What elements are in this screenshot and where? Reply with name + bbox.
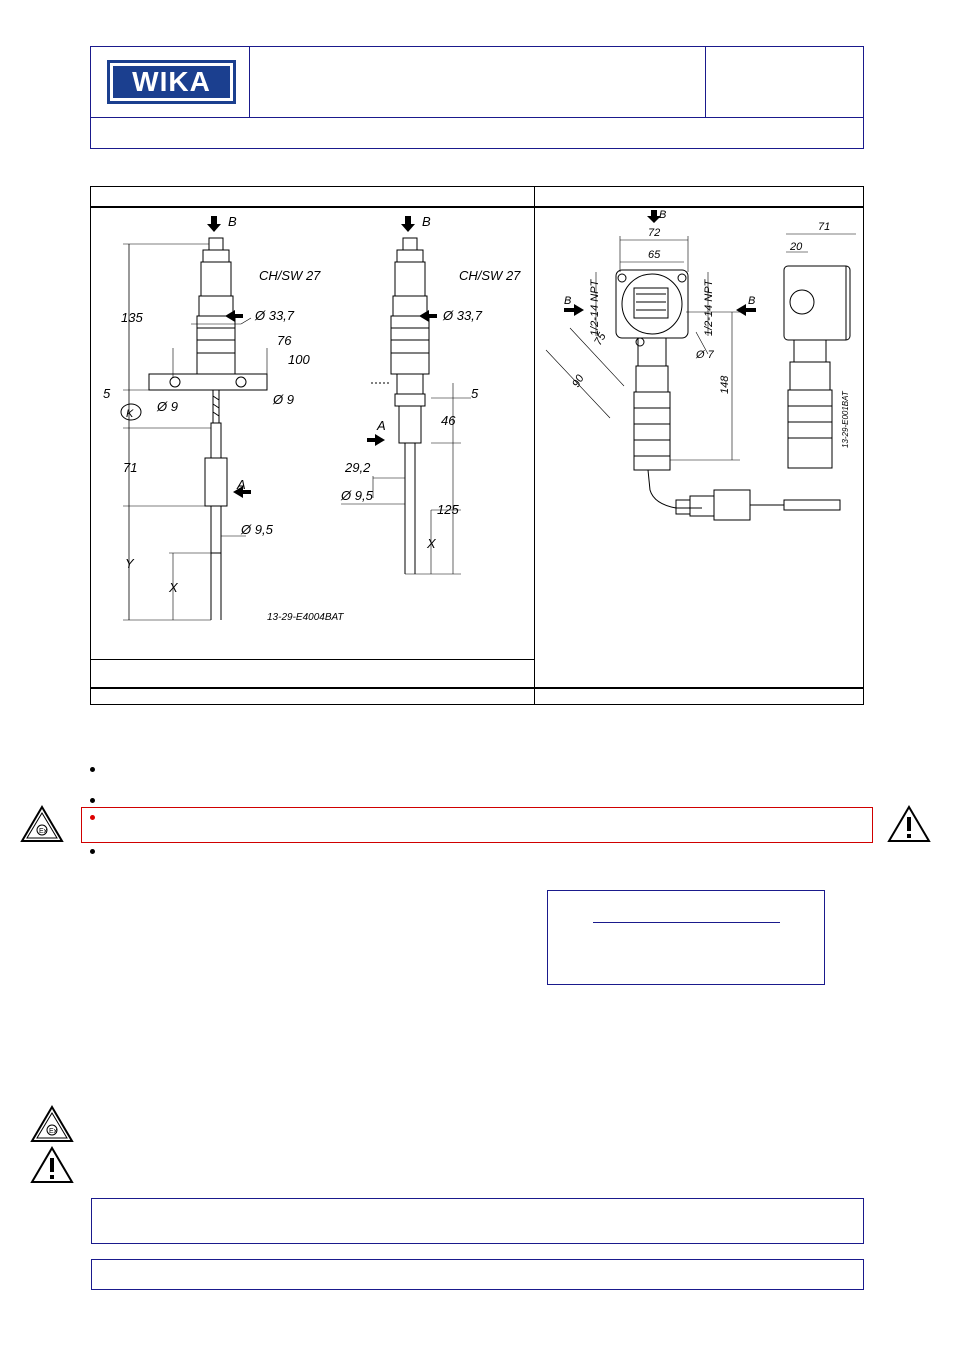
mid-arrow-a-label: A — [376, 418, 386, 433]
bullet-3 — [90, 849, 95, 854]
right-arrow-b-top: B — [659, 209, 666, 221]
mid-dim-337: Ø 33,7 — [442, 308, 483, 323]
warning-box — [81, 807, 873, 843]
footer-box-1 — [91, 1198, 864, 1244]
header-divider-v2 — [705, 46, 706, 117]
left-ref-code: 13-29-E4004BAT — [267, 612, 344, 623]
info-box — [547, 890, 825, 985]
bullet-warning — [90, 815, 95, 820]
left-dim-95: Ø 9,5 — [240, 522, 274, 537]
right-dim-20: 20 — [789, 241, 803, 253]
drawing-table — [90, 186, 864, 705]
footer-box-2 — [91, 1259, 864, 1290]
right-arrow-b-left: B — [564, 295, 571, 307]
right-arrow-b-right: B — [748, 295, 755, 307]
right-ref-code: 13-29-E001BAT — [841, 390, 850, 448]
mid-sw-label: CH/SW 27 — [459, 268, 521, 283]
technical-drawing-right: B 72 65 71 20 B B 1/2-14 NPT 1/2-14 NPT … — [545, 209, 856, 521]
bullet-2 — [90, 798, 95, 803]
right-dim-148: 148 — [719, 375, 731, 394]
logo-text: WIKA — [113, 66, 230, 98]
bullet-1 — [90, 767, 95, 772]
drawing-table-header-rule — [90, 206, 864, 208]
attention-icon-bottom — [30, 1146, 74, 1183]
right-dim-90: 90 — [570, 372, 587, 389]
mid-dim-x: X — [426, 536, 437, 551]
header-divider-v1 — [249, 46, 250, 117]
right-dim-65: 65 — [648, 249, 661, 261]
svg-text:Ex: Ex — [39, 828, 48, 835]
drawing-table-footer-rule — [90, 687, 864, 689]
left-dim-337: Ø 33,7 — [254, 308, 295, 323]
ex-warning-icon-bottom: Ex — [30, 1105, 74, 1142]
left-dim-5: 5 — [103, 386, 111, 401]
drawing-left-caption-rule — [90, 659, 535, 660]
mid-dim-46: 46 — [441, 413, 456, 428]
wika-logo: WIKA — [107, 60, 236, 104]
left-dim-y: Y — [125, 556, 135, 571]
left-sw-label: CH/SW 27 — [259, 268, 321, 283]
mid-dim-125: 125 — [437, 502, 459, 517]
attention-icon — [887, 805, 931, 842]
right-npt-right: 1/2-14 NPT — [703, 278, 715, 336]
left-dim-9a: Ø 9 — [156, 399, 178, 414]
left-dim-x: X — [168, 580, 179, 595]
technical-drawing-left: B CH/SW 27 135 Ø 33,7 76 100 5 Ø 9 Ø 9 K… — [103, 214, 521, 623]
header-divider-h — [90, 117, 864, 118]
left-dim-71: 71 — [123, 460, 137, 475]
left-dim-9b: Ø 9 — [272, 392, 294, 407]
right-dim-7: Ø 7 — [695, 349, 715, 361]
right-npt-left: 1/2-14 NPT — [589, 278, 601, 336]
left-arrow-b-label: B — [228, 214, 237, 229]
right-dim-72: 72 — [648, 227, 660, 239]
info-link-underline[interactable] — [593, 922, 780, 923]
left-dim-100: 100 — [288, 352, 310, 367]
svg-text:Ex: Ex — [49, 1128, 58, 1135]
mid-dim-95: Ø 9,5 — [340, 488, 374, 503]
mid-arrow-b-label: B — [422, 214, 431, 229]
right-dim-71: 71 — [818, 221, 830, 233]
ex-warning-icon: Ex — [20, 805, 64, 842]
header-frame — [90, 46, 864, 149]
drawing-table-col-divider — [534, 186, 535, 705]
mid-dim-292: 29,2 — [344, 460, 371, 475]
mid-dim-5: 5 — [471, 386, 479, 401]
left-dim-135: 135 — [121, 310, 143, 325]
left-dim-76: 76 — [277, 333, 292, 348]
left-label-k: K — [126, 408, 134, 420]
left-arrow-a-label: A — [236, 477, 246, 492]
